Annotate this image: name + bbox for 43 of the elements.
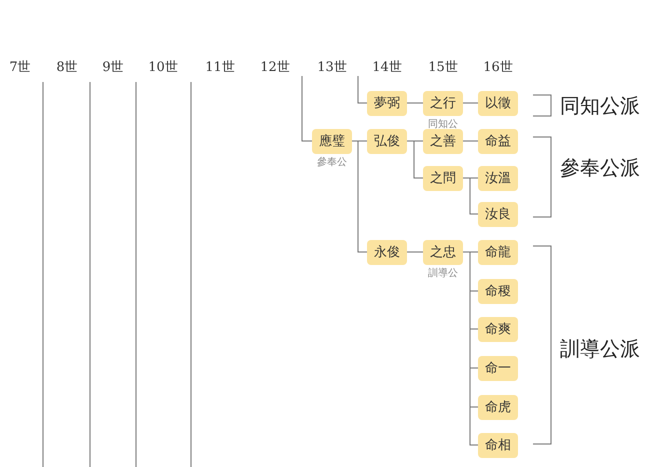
connector-line [406, 102, 424, 104]
name-box: 之忠 [423, 240, 463, 264]
generation-header: 11世 [205, 59, 235, 76]
name-box: 之問 [423, 166, 463, 190]
connector-line [462, 102, 478, 104]
connector-line [302, 76, 312, 142]
connector-line [406, 140, 424, 178]
title-text: 參奉公 [316, 156, 348, 168]
generation-header: 15世 [428, 59, 458, 76]
name-box: 永俊 [367, 240, 407, 264]
name-box: 命龍 [478, 240, 518, 264]
generation-header: 9世 [102, 59, 124, 76]
generation-header: 16世 [483, 59, 513, 76]
connector-line [358, 76, 368, 104]
connector-line [462, 140, 478, 142]
name-box: 命稷 [478, 278, 518, 304]
name-box: 命相 [478, 432, 518, 458]
name-box: 弘俊 [367, 128, 407, 154]
name-box: 命虎 [478, 394, 518, 420]
generation-header: 13世 [317, 59, 347, 76]
name-box: 汝溫 [478, 166, 518, 190]
title-text: 同知公 [427, 118, 459, 130]
generation-header: 7世 [9, 59, 31, 76]
name-box: 命爽 [478, 316, 518, 342]
generation-header: 8世 [56, 59, 78, 76]
generation-header: 12世 [260, 59, 290, 76]
branch-name: 參奉公派 [560, 154, 640, 182]
branch-name: 訓導公派 [560, 336, 640, 362]
connector-line [462, 252, 478, 446]
name-box: 之行 [423, 90, 463, 116]
generation-header: 10世 [148, 59, 178, 76]
name-box: 汝良 [478, 202, 518, 226]
name-box: 夢弼 [367, 90, 407, 116]
name-box: 以徵 [478, 90, 518, 116]
connector-line [352, 140, 368, 252]
name-box: 命一 [478, 356, 518, 380]
title-text: 訓導公 [427, 266, 459, 280]
branch-name: 同知公派 [560, 92, 640, 120]
name-box: 應璧 [312, 128, 352, 154]
name-box: 之善 [423, 128, 463, 154]
connector-line [462, 178, 478, 214]
name-box: 命益 [478, 128, 518, 154]
generation-header: 14世 [372, 59, 402, 76]
